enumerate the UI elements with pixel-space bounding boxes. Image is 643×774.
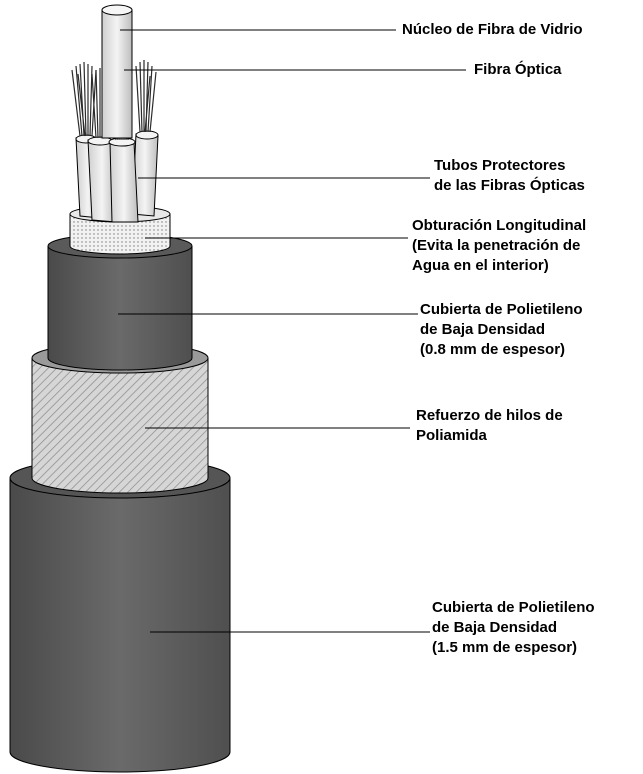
label-line: Fibra Óptica xyxy=(474,61,562,78)
label-outer-jacket: Cubierta de Polietileno de Baja Densidad… xyxy=(432,598,595,658)
label-line: Núcleo de Fibra de Vidrio xyxy=(402,21,583,38)
label-line: Cubierta de Polietileno xyxy=(432,599,595,616)
label-glass-fiber-core: Núcleo de Fibra de Vidrio xyxy=(402,20,583,40)
label-line: Poliamida xyxy=(416,427,487,444)
label-line: de las Fibras Ópticas xyxy=(434,177,585,194)
label-inner-jacket: Cubierta de Polietileno de Baja Densidad… xyxy=(420,300,583,360)
label-line: (1.5 mm de espesor) xyxy=(432,639,578,656)
label-optical-fiber: Fibra Óptica xyxy=(474,60,562,80)
label-line: Obturación Longitudinal xyxy=(412,217,587,234)
label-line: (Evita la penetración de xyxy=(412,237,581,254)
label-aramid-reinforcement: Refuerzo de hilos de Poliamida xyxy=(416,406,563,446)
glass-fiber-core xyxy=(101,4,133,139)
label-line: (0.8 mm de espesor) xyxy=(420,341,566,358)
label-line: de Baja Densidad xyxy=(420,321,546,338)
label-line: Refuerzo de hilos de xyxy=(416,407,563,424)
outer-jacket xyxy=(9,457,231,773)
label-protective-tubes: Tubos Protectores de las Fibras Ópticas xyxy=(434,156,585,196)
protective-tubes xyxy=(75,130,159,223)
label-line: Cubierta de Polietileno xyxy=(420,301,583,318)
label-line: Tubos Protectores xyxy=(434,157,566,174)
label-longitudinal-seal: Obturación Longitudinal (Evita la penetr… xyxy=(412,216,586,276)
label-line: Agua en el interior) xyxy=(412,257,549,274)
label-line: de Baja Densidad xyxy=(432,619,558,636)
leader-lines xyxy=(118,29,466,633)
